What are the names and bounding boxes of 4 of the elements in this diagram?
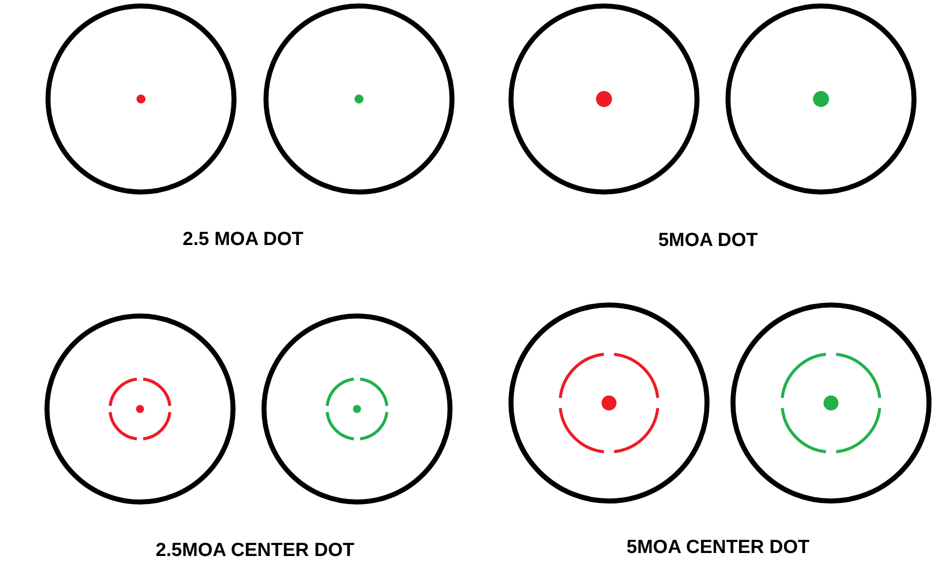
reticle-caption: 2.5 MOA DOT	[182, 228, 304, 252]
reticle-caption: 5MOA DOT	[658, 228, 758, 253]
reticle-caption: 2.5MOA CENTER DOT	[156, 538, 354, 563]
reticle-caption: 5MOA CENTER DOT	[626, 536, 810, 560]
